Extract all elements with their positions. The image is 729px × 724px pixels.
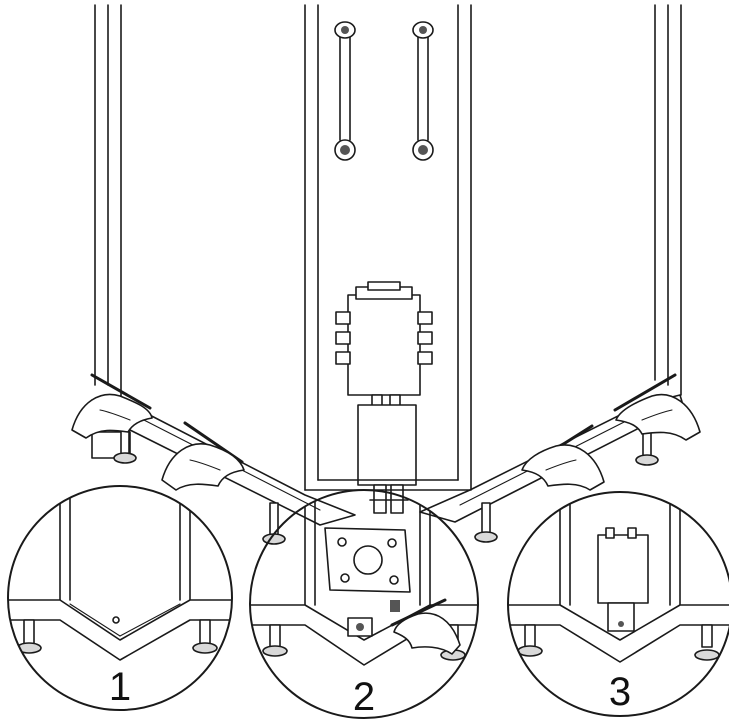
callout-label-3: 3: [609, 670, 631, 714]
detail-circle-3: 3: [507, 491, 729, 717]
detail-circle-1: 1: [7, 485, 233, 711]
hand-with-screwdriver-icon: [521, 424, 605, 491]
main-assembly: [71, 4, 701, 545]
hand-with-screwdriver-icon: [71, 373, 153, 439]
adjustable-foot-icon: [474, 502, 498, 543]
callout-label-1: 1: [109, 665, 131, 709]
adjustable-foot-icon: [262, 502, 286, 545]
adjustable-foot-icon: [635, 425, 659, 466]
adjustable-foot-icon: [113, 429, 137, 464]
hand-with-screwdriver-icon: [161, 421, 245, 491]
callout-label-2: 2: [353, 675, 375, 719]
mixer-valve-icon: [335, 281, 433, 514]
left-side-rails: [94, 4, 122, 401]
right-side-rails: [654, 4, 682, 396]
shower-rod-right: [412, 21, 434, 161]
hand-with-screwdriver-icon: [613, 373, 701, 441]
shower-rod-left: [334, 21, 356, 161]
center-back-rails: [304, 4, 472, 491]
